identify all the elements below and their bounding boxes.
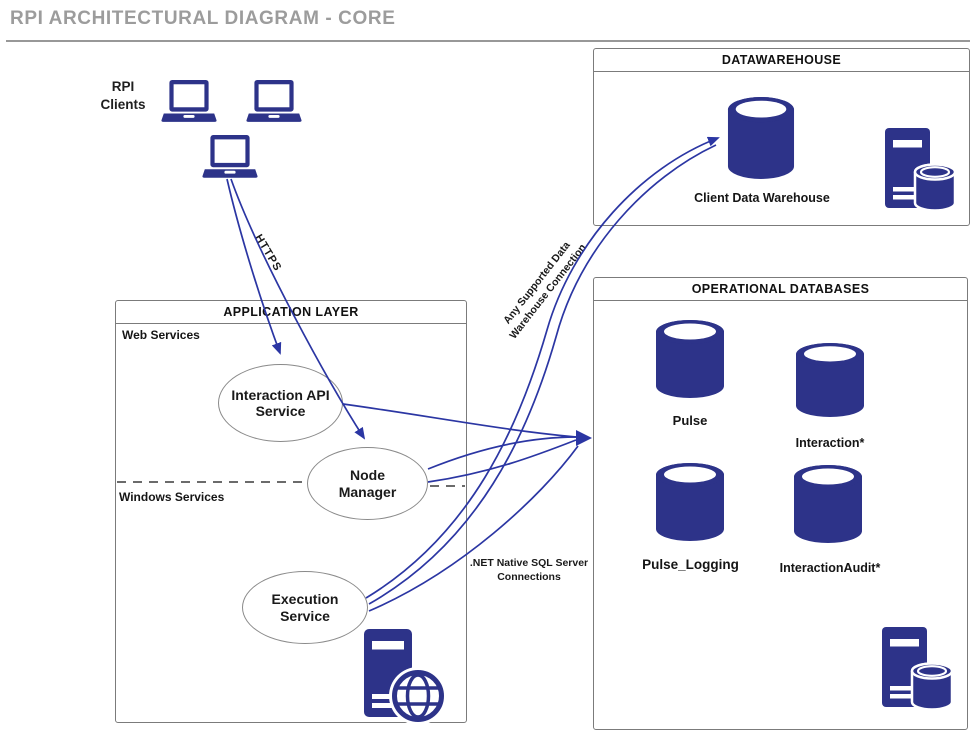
server-database-icon: [881, 626, 953, 712]
application-layer-box-title: APPLICATION LAYER: [116, 301, 466, 324]
warehouse-connection-label-line1: Any Supported Data: [501, 239, 573, 327]
pulse-logging-label: Pulse_Logging: [642, 557, 739, 572]
laptop-icon: [246, 79, 302, 125]
sql-connections-label-line1: .NET Native SQL Server: [469, 557, 589, 569]
https-connection-label: HTTPS: [252, 232, 284, 274]
windows-services-label: Windows Services: [119, 490, 225, 504]
operational-databases-box-title: OPERATIONAL DATABASES: [594, 278, 967, 301]
node-manager-label: Node Manager: [338, 467, 397, 500]
datawarehouse-box-title: DATAWAREHOUSE: [594, 49, 969, 72]
laptop-icon: [202, 134, 258, 181]
rpi-clients-line1: RPI: [111, 79, 135, 94]
pulse-label: Pulse: [672, 413, 708, 428]
client-data-warehouse-database-icon: [727, 96, 795, 180]
node-manager-node: Node Manager: [307, 447, 428, 520]
warehouse-connection-label: Any Supported Data Warehouse Connection: [482, 215, 604, 361]
databases-arrowhead: [576, 430, 592, 446]
server-database-icon: [884, 127, 956, 213]
pulse-database-icon: [655, 319, 725, 399]
interaction-database-icon: [795, 342, 865, 418]
interaction-api-service-label: Interaction API Service: [231, 386, 330, 419]
rpi-clients-line2: Clients: [100, 96, 146, 112]
interaction-api-service-node: Interaction API Service: [218, 364, 343, 442]
laptop-icon: [161, 79, 217, 125]
execution-service-label: Execution Service: [271, 591, 339, 624]
interaction-label: Interaction*: [795, 436, 865, 450]
execution-service-node: Execution Service: [242, 571, 368, 644]
page-title: RPI ARCHITECTURAL DIAGRAM - CORE: [10, 8, 396, 29]
pulse-logging-database-icon: [655, 462, 725, 542]
title-divider: [6, 40, 970, 42]
web-services-label: Web Services: [122, 328, 200, 342]
warehouse-connection-label-line2: Warehouse Connection: [507, 241, 589, 342]
rpi-clients-label: RPI Clients: [88, 78, 158, 113]
interaction-audit-database-icon: [793, 464, 863, 544]
sql-connections-label: .NET Native SQL Server Connections: [449, 557, 609, 584]
web-server-globe-icon: [363, 628, 448, 723]
sql-connections-label-line2: Connections: [497, 570, 561, 583]
interaction-audit-label: InteractionAudit*: [779, 561, 881, 575]
client-data-warehouse-label: Client Data Warehouse: [694, 191, 830, 205]
